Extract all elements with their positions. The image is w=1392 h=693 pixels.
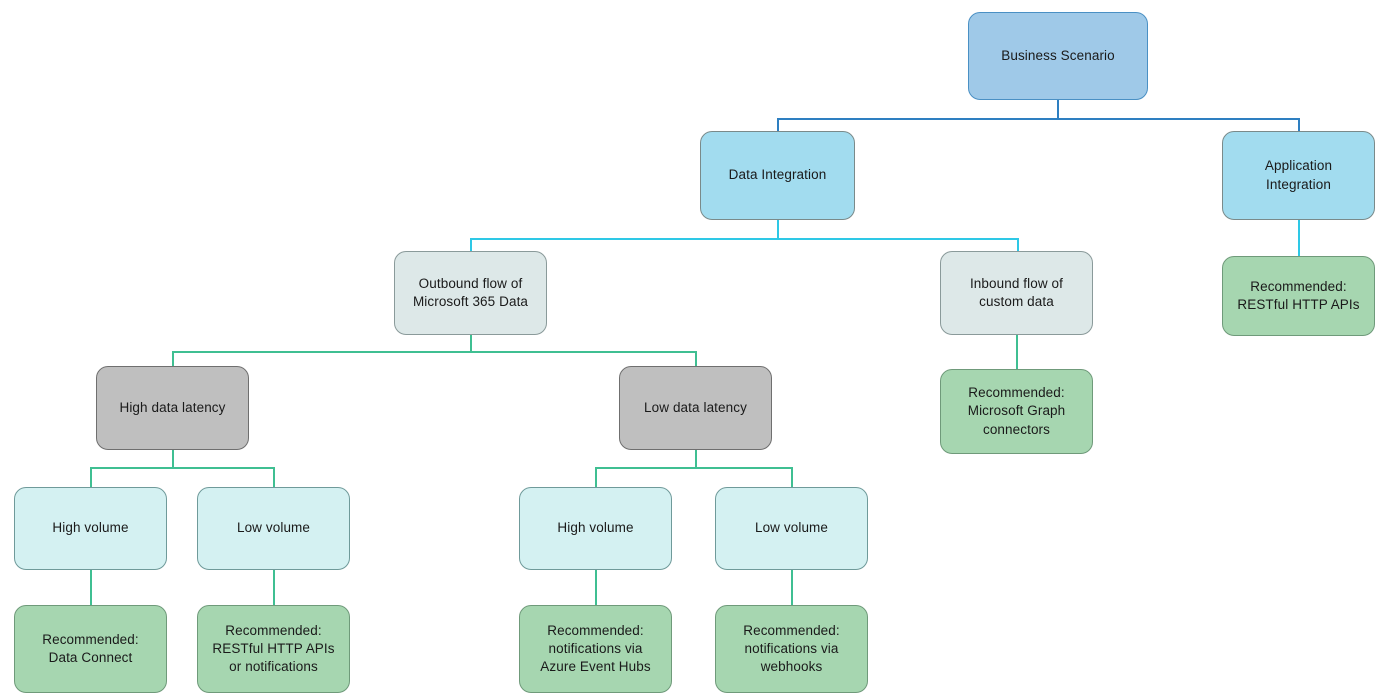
connector-low-volume-1-to-recommendation bbox=[273, 570, 275, 605]
node-application-integration[interactable]: Application Integration bbox=[1222, 131, 1375, 220]
node-recommendation-high-latency-high-volume-label: Recommended: Data Connect bbox=[42, 631, 139, 665]
node-high-volume-2-label: High volume bbox=[557, 520, 634, 536]
node-recommendation-inbound-flow[interactable]: Recommended: Microsoft Graph connectors bbox=[940, 369, 1093, 454]
node-recommendation-low-latency-low-volume-label: Recommended: notifications via webhooks bbox=[743, 622, 840, 675]
connector-low-data-latency-stem bbox=[695, 450, 697, 468]
node-inbound-flow-label: Inbound flow of custom data bbox=[969, 275, 1064, 309]
connector-to-inbound-flow bbox=[1017, 238, 1019, 251]
connector-root-to-application-integration bbox=[1298, 118, 1300, 131]
connector-latency-bus bbox=[172, 351, 697, 353]
node-inbound-flow[interactable]: Inbound flow of custom data bbox=[940, 251, 1093, 335]
connector-to-low-data-latency bbox=[695, 351, 697, 366]
node-recommendation-application-integration[interactable]: Recommended: RESTful HTTP APIs bbox=[1222, 256, 1375, 336]
node-business-scenario-label: Business Scenario bbox=[1001, 47, 1115, 63]
connector-to-high-data-latency bbox=[172, 351, 174, 366]
node-recommendation-low-latency-high-volume[interactable]: Recommended: notifications via Azure Eve… bbox=[519, 605, 672, 693]
connector-data-integration-stem bbox=[777, 220, 779, 239]
node-low-data-latency-label: Low data latency bbox=[644, 399, 747, 415]
connector-high-data-latency-stem bbox=[172, 450, 174, 468]
node-recommendation-high-latency-low-volume-label: Recommended: RESTful HTTP APIs or notifi… bbox=[212, 622, 335, 675]
node-recommendation-high-latency-low-volume[interactable]: Recommended: RESTful HTTP APIs or notifi… bbox=[197, 605, 350, 693]
connector-root-bus bbox=[777, 118, 1298, 120]
node-outbound-flow-label: Outbound flow of Microsoft 365 Data bbox=[412, 275, 529, 309]
node-recommendation-low-latency-low-volume[interactable]: Recommended: notifications via webhooks bbox=[715, 605, 868, 693]
connector-high-latency-volume-bus bbox=[90, 467, 274, 469]
node-high-volume-1[interactable]: High volume bbox=[14, 487, 167, 570]
connector-data-integration-bus bbox=[470, 238, 1018, 240]
connector-high-volume-2-to-recommendation bbox=[595, 570, 597, 605]
connector-low-latency-volume-bus bbox=[595, 467, 792, 469]
node-outbound-flow[interactable]: Outbound flow of Microsoft 365 Data bbox=[394, 251, 547, 335]
connector-to-low-volume-1 bbox=[273, 467, 275, 487]
connector-to-high-volume-1 bbox=[90, 467, 92, 487]
connector-high-volume-1-to-recommendation bbox=[90, 570, 92, 605]
node-recommendation-high-latency-high-volume[interactable]: Recommended: Data Connect bbox=[14, 605, 167, 693]
node-high-volume-2[interactable]: High volume bbox=[519, 487, 672, 570]
node-application-integration-label: Application Integration bbox=[1264, 158, 1333, 192]
connector-outbound-flow-stem bbox=[470, 335, 472, 352]
connector-to-high-volume-2 bbox=[595, 467, 597, 487]
node-data-integration-label: Data Integration bbox=[728, 167, 827, 183]
node-low-data-latency[interactable]: Low data latency bbox=[619, 366, 772, 450]
node-high-data-latency-label: High data latency bbox=[119, 399, 226, 415]
node-low-volume-1[interactable]: Low volume bbox=[197, 487, 350, 570]
connector-application-integration-to-recommendation bbox=[1298, 220, 1300, 256]
node-data-integration[interactable]: Data Integration bbox=[700, 131, 855, 220]
connector-root-stem bbox=[1057, 100, 1059, 119]
connector-to-low-volume-2 bbox=[791, 467, 793, 487]
node-low-volume-1-label: Low volume bbox=[236, 520, 311, 536]
node-low-volume-2[interactable]: Low volume bbox=[715, 487, 868, 570]
node-high-volume-1-label: High volume bbox=[52, 520, 129, 536]
connector-to-outbound-flow bbox=[470, 238, 472, 251]
connector-root-to-data-integration bbox=[777, 118, 779, 131]
node-recommendation-low-latency-high-volume-label: Recommended: notifications via Azure Eve… bbox=[540, 622, 651, 675]
connector-low-volume-2-to-recommendation bbox=[791, 570, 793, 605]
node-low-volume-2-label: Low volume bbox=[754, 520, 829, 536]
connector-inbound-flow-to-recommendation bbox=[1016, 335, 1018, 369]
node-business-scenario[interactable]: Business Scenario bbox=[968, 12, 1148, 100]
node-recommendation-application-integration-label: Recommended: RESTful HTTP APIs bbox=[1237, 278, 1360, 312]
node-recommendation-inbound-flow-label: Recommended: Microsoft Graph connectors bbox=[967, 385, 1066, 437]
node-high-data-latency[interactable]: High data latency bbox=[96, 366, 249, 450]
